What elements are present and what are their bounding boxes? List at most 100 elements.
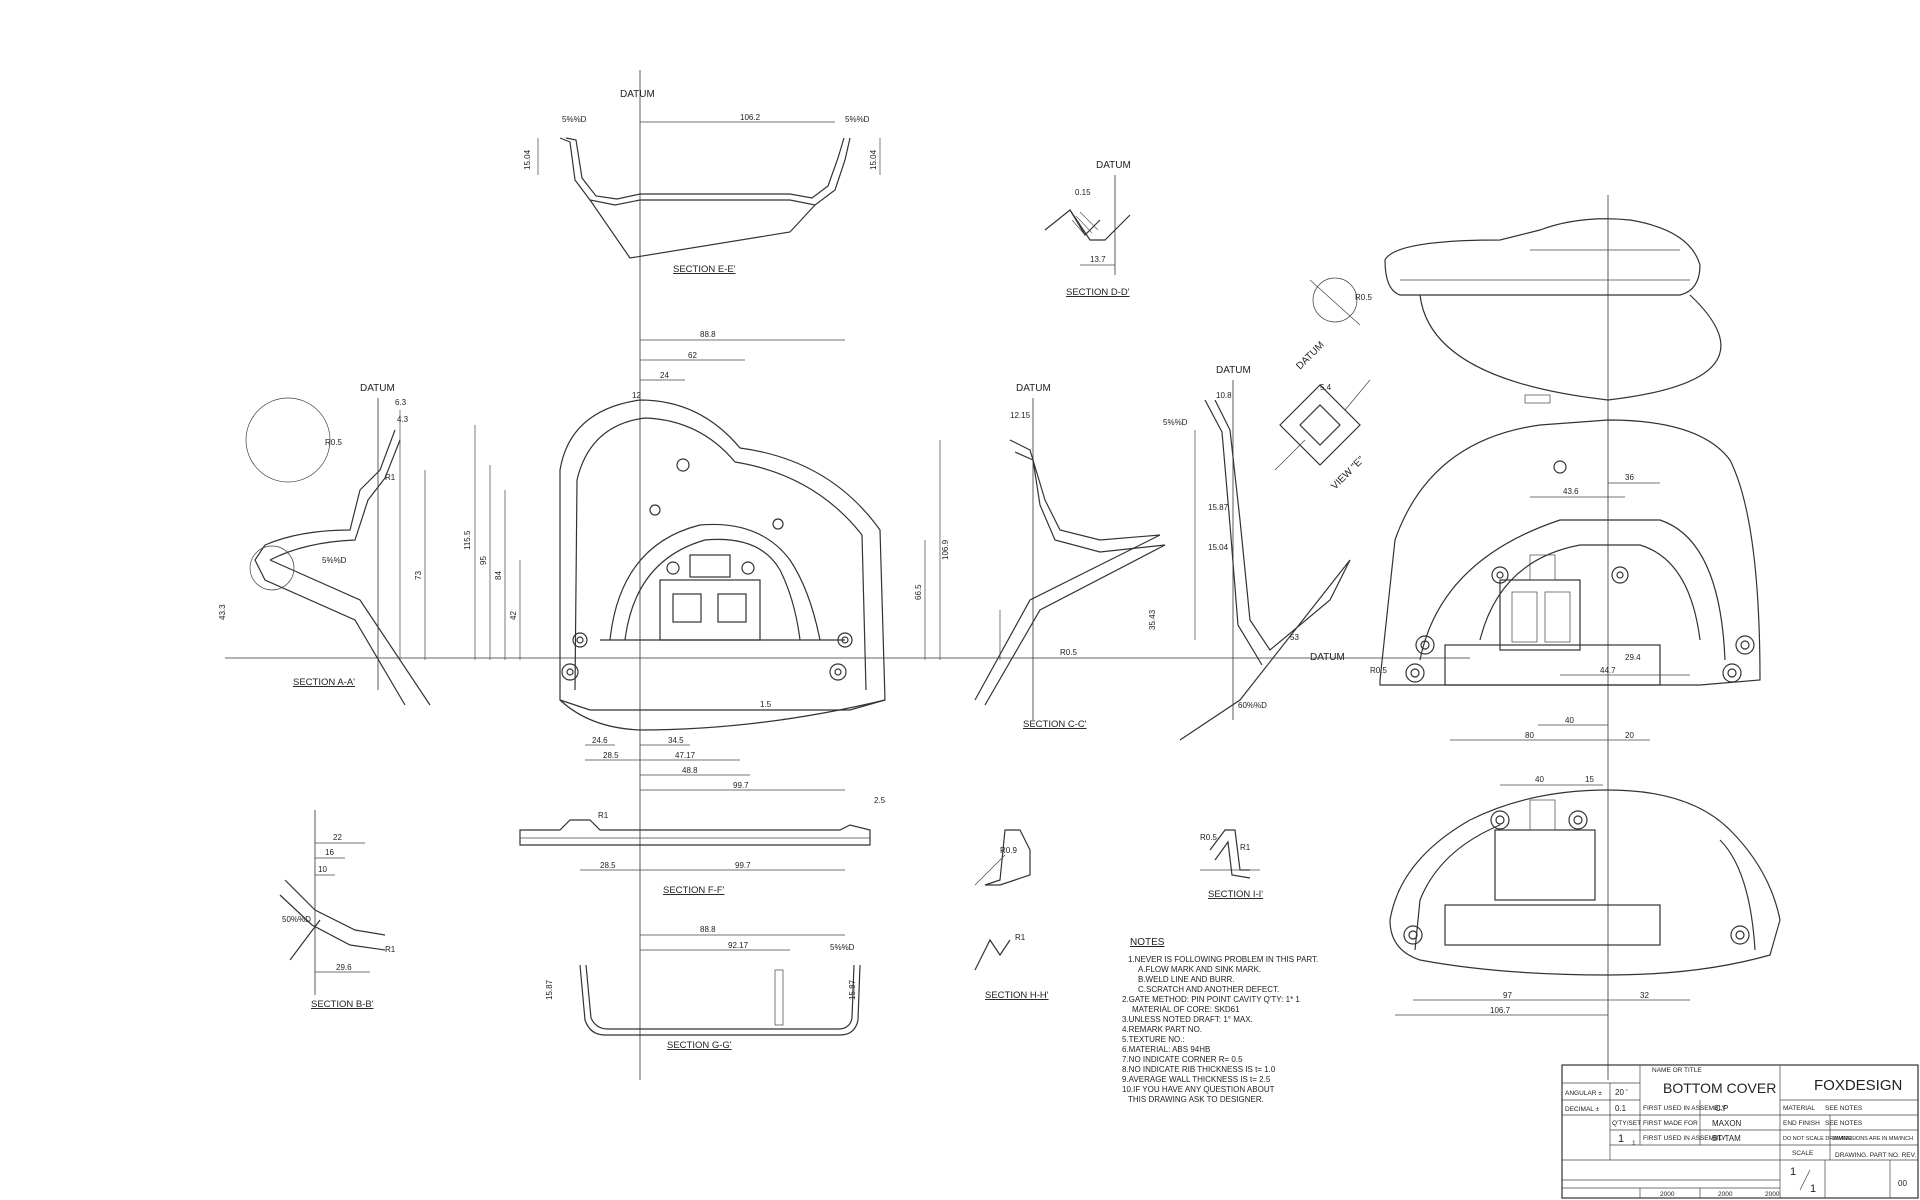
dim-84: 84 <box>494 571 503 580</box>
dim-95: 95 <box>479 556 488 565</box>
section-g-g-view: 88.8 92.17 15.87 15.87 5%%D SECTION G-G' <box>545 925 861 1051</box>
section-a-a-label: SECTION A-A' <box>293 677 355 688</box>
note-line: MATERIAL OF CORE: SKD61 <box>1132 1005 1240 1014</box>
note-line: 6.MATERIAL: ABS 94HB <box>1122 1045 1210 1054</box>
pct-d-a: 5%%D <box>322 556 347 565</box>
dim-15: 15 <box>1585 775 1594 784</box>
section-d-d-label: SECTION D-D' <box>1066 287 1130 298</box>
radius-r1-a: R1 <box>385 473 396 482</box>
note-line: THIS DRAWING ASK TO DESIGNER. <box>1128 1095 1264 1104</box>
dim-80: 80 <box>1525 731 1534 740</box>
dim-42: 42 <box>509 611 518 620</box>
dim-29-4: 29.4 <box>1625 653 1641 662</box>
datum-label-right: DATUM <box>1310 652 1345 663</box>
radius-r1-i: R1 <box>1240 843 1251 852</box>
dim-97: 97 <box>1503 991 1512 1000</box>
dim-24: 24 <box>660 371 669 380</box>
dim-28-5-f: 28.5 <box>600 861 616 870</box>
date-2: 2000 <box>1718 1191 1733 1198</box>
section-c-c-view: DATUM 12.15 35.43 R0.5 SECTION C-C' <box>974 383 1166 730</box>
dim-15-04-a: 15.04 <box>523 149 532 170</box>
radius-r0-5-tr: R0.5 <box>1355 293 1372 302</box>
title-block: NAME OR TITLE BOTTOM COVER FOXDESIGN ANG… <box>1561 1064 1919 1199</box>
section-c-c-label: SECTION C-C' <box>1023 719 1087 730</box>
decimal-label: DECIMAL ± <box>1565 1106 1599 1113</box>
dim-29-6: 29.6 <box>336 963 352 972</box>
note-line: 7.NO INDICATE CORNER R= 0.5 <box>1122 1055 1243 1064</box>
dim-4-3: 4.3 <box>397 415 409 424</box>
dim-32: 32 <box>1640 991 1649 1000</box>
date-3: 2000 <box>1765 1191 1780 1198</box>
dim-22: 22 <box>333 833 342 842</box>
radius-r0-5-c: R0.5 <box>1060 648 1077 657</box>
note-line: 8.NO INDICATE RIB THICKNESS IS t= 1.0 <box>1122 1065 1276 1074</box>
dim-35-43: 35.43 <box>1148 609 1157 630</box>
qty-sub: 1 <box>1632 1140 1636 1147</box>
scale-denominator: 1 <box>1810 1183 1816 1195</box>
section-i-i-view: R0.5 R1 SECTION I-I' <box>1200 829 1263 900</box>
radius-r0-5-i: R0.5 <box>1200 833 1217 842</box>
dim-62: 62 <box>688 351 697 360</box>
first-made-value: MAXON <box>1712 1119 1742 1128</box>
right-front-view: 43.6 36 44.7 29.4 80 20 40 DATUM R0.5 <box>1310 419 1761 741</box>
dim-48-8: 48.8 <box>682 766 698 775</box>
detail-top-right: R0.5 <box>1309 277 1372 326</box>
first-used2-value: BT-TAM <box>1712 1134 1741 1143</box>
dim-43-3: 43.3 <box>218 604 227 620</box>
radius-r0-9: R0.9 <box>1000 846 1017 855</box>
dim-66-5: 66.5 <box>914 584 923 600</box>
dim-99-7: 99.7 <box>733 781 749 790</box>
dim-16: 16 <box>325 848 334 857</box>
section-i-i-label: SECTION I-I' <box>1208 889 1263 900</box>
section-h-h-view: R0.9 R1 SECTION H-H' <box>974 829 1049 1001</box>
dim-12-15: 12.15 <box>1010 411 1031 420</box>
scale-numerator: 1 <box>1790 1166 1796 1178</box>
dim-40-mid: 40 <box>1565 716 1574 725</box>
dim-40-bottom: 40 <box>1535 775 1544 784</box>
dim-73: 73 <box>414 571 423 580</box>
section-e-e-label: SECTION E-E' <box>673 264 736 275</box>
note-line: 9.AVERAGE WALL THICKNESS IS t= 2.5 <box>1122 1075 1271 1084</box>
note-line: A.FLOW MARK AND SINK MARK. <box>1138 965 1261 974</box>
view-e-label: VIEW "E" <box>1329 454 1367 492</box>
section-g-g-label: SECTION G-G' <box>667 1040 732 1051</box>
radius-r1-b: R1 <box>385 945 396 954</box>
radius-r0-5-rf: R0.5 <box>1370 666 1387 675</box>
dim-106-2: 106.2 <box>740 113 761 122</box>
main-front-view: 88.8 62 24 12 115.5 95 84 42 106.9 66.5 … <box>463 330 950 791</box>
radius-r1-h: R1 <box>1015 933 1026 942</box>
dim-pct-d-2: 5%%D <box>845 115 870 124</box>
view-e: DATUM VIEW "E" 5.4 <box>1274 340 1371 492</box>
dim-44-7: 44.7 <box>1600 666 1616 675</box>
qty-value: 1 <box>1618 1133 1624 1145</box>
notes-block: NOTES 1.NEVER IS FOLLOWING PROBLEM IN TH… <box>1122 937 1318 1104</box>
dim-12: 12 <box>632 391 641 400</box>
datum-label-side: DATUM <box>1216 365 1251 376</box>
first-used-value: C.P <box>1715 1104 1728 1113</box>
rev-value: 00 <box>1898 1179 1907 1188</box>
no-scale-label: DO NOT SCALE DRAWING <box>1783 1136 1852 1142</box>
pct-50: 50%%D <box>282 915 311 924</box>
datum-label-c: DATUM <box>1016 383 1051 394</box>
section-d-d-view: DATUM 13.7 0.15 SECTION D-D' <box>1044 160 1131 298</box>
dim-15-87-g: 15.87 <box>545 979 554 1000</box>
radius-r1-f: R1 <box>598 811 609 820</box>
dim-36: 36 <box>1625 473 1634 482</box>
dim-88-8: 88.8 <box>700 330 716 339</box>
note-line: 10.IF YOU HAVE ANY QUESTION ABOUT <box>1122 1085 1275 1094</box>
pct-d-side: 5%%D <box>1163 418 1188 427</box>
note-line: B.WELD LINE AND BURR. <box>1138 975 1234 984</box>
dim-6-3: 6.3 <box>395 398 407 407</box>
dim-43-6: 43.6 <box>1563 487 1579 496</box>
dim-10-8: 10.8 <box>1216 391 1232 400</box>
dim-88-8-g: 88.8 <box>700 925 716 934</box>
section-b-b-label: SECTION B-B' <box>311 999 374 1010</box>
dim-0-15: 0.15 <box>1075 188 1091 197</box>
note-line: 5.TEXTURE NO.: <box>1122 1035 1185 1044</box>
material-value: SEE NOTES <box>1825 1105 1863 1112</box>
dim-106-7: 106.7 <box>1490 1006 1511 1015</box>
dimensions-label: DIMENSIONS ARE IN MM/INCH <box>1833 1136 1913 1142</box>
dim-28-5: 28.5 <box>603 751 619 760</box>
right-bottom-view: 40 15 97 32 106.7 <box>1389 775 1781 1016</box>
